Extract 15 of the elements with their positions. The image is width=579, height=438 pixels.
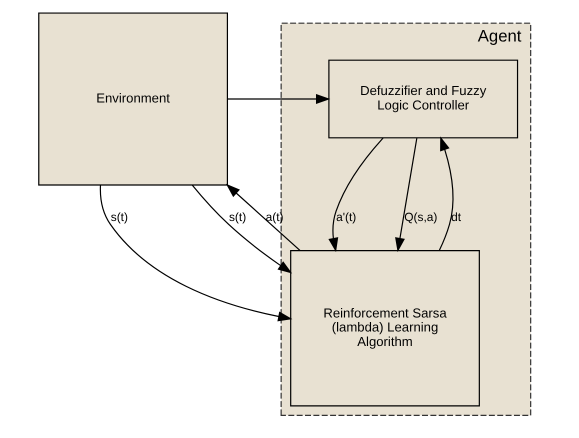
edge-label: a'(t) [336,210,356,224]
arrow [228,94,330,104]
arrow [192,184,292,274]
node-box: Defuzzifier and Fuzzy Logic Controller [328,60,518,138]
arrow [328,137,384,252]
edge-label: Q(s,a) [404,210,438,224]
node-box: Reinforcement Sarsa (lambda) Learning Algorithm [290,250,480,406]
arrow [395,138,418,252]
arrow [438,136,454,250]
arrow [226,184,300,252]
node-box: Environment [38,12,228,186]
edge-label: s(t) [228,210,246,224]
edge-label: dt [451,210,462,224]
arrow [100,185,292,322]
edge-label: s(t) [110,210,128,224]
